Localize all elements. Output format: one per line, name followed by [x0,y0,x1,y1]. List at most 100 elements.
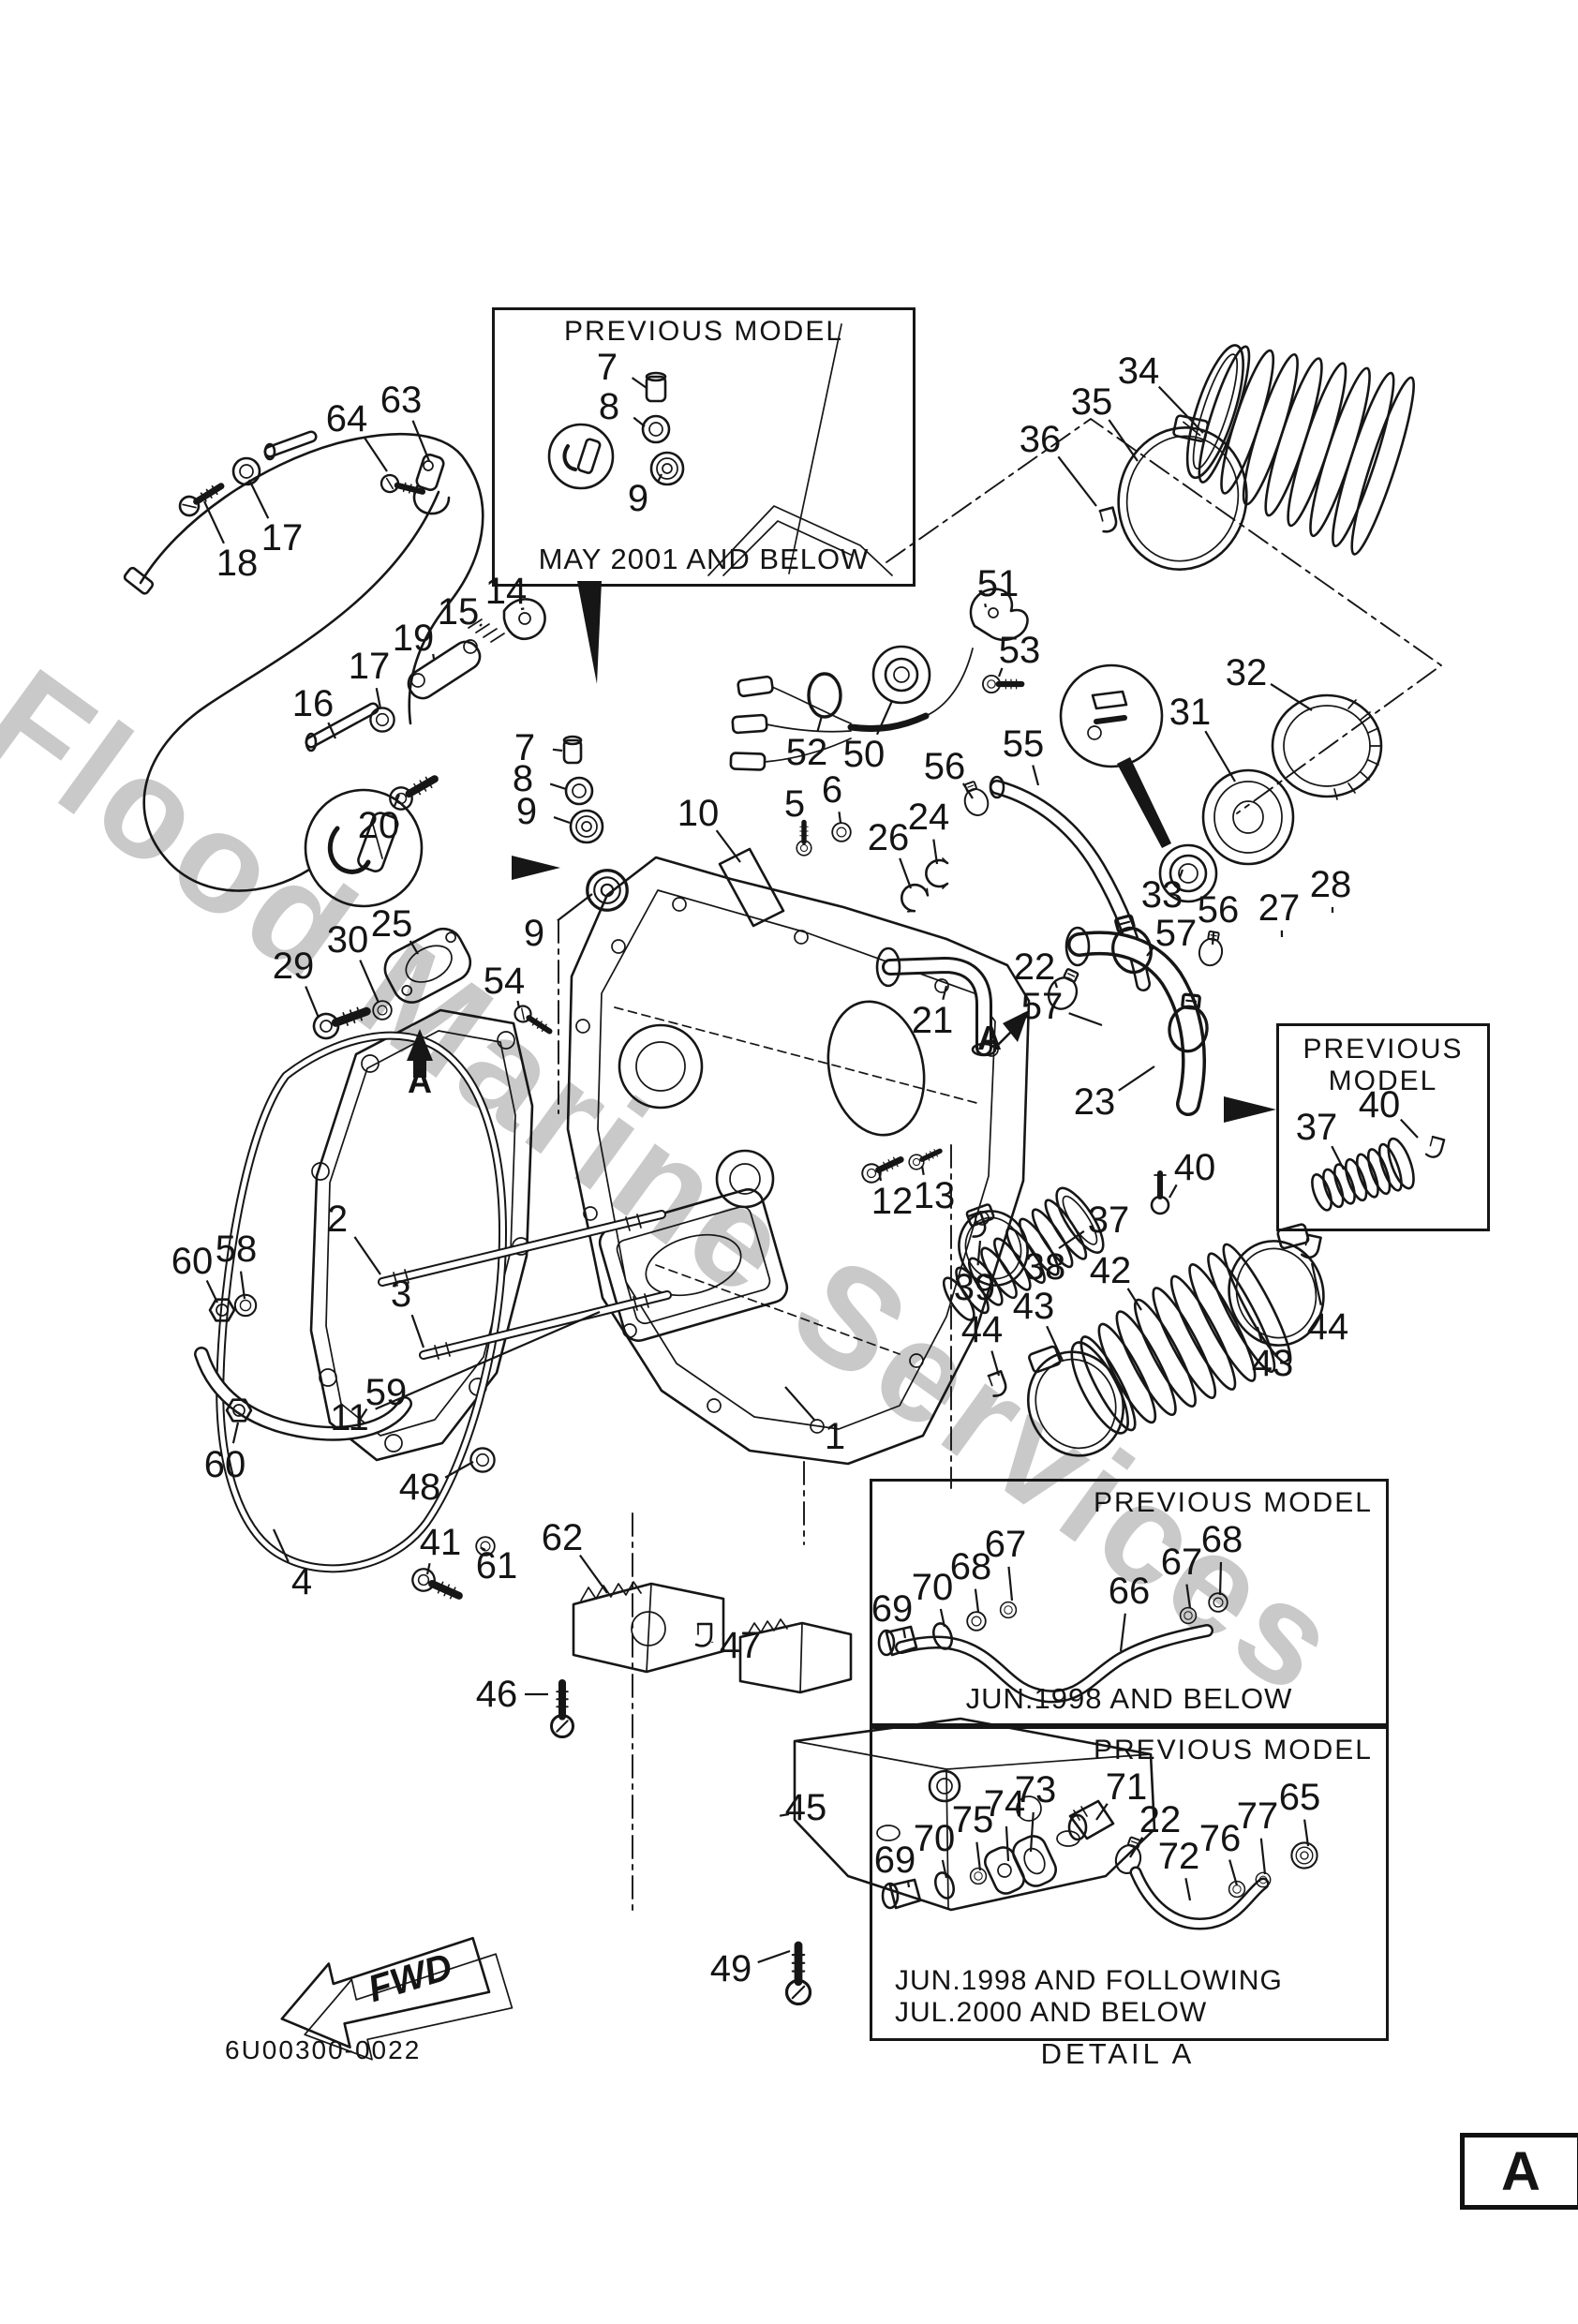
leader-lines [203,377,1419,1964]
seal-stack [304,735,629,912]
part-label-9: 9 [515,791,538,832]
detail-marker-a-1: A [408,1062,432,1100]
part-label-16: 16 [291,683,335,724]
part-label-59: 59 [365,1372,408,1413]
detail-a-arrow-ne [995,1010,1029,1048]
reference-dash-lines [558,418,1442,1914]
part-label-68: 68 [1200,1519,1243,1560]
part-label-72: 72 [1157,1836,1200,1877]
callout-right-title-line1: PREVIOUS [1303,1034,1464,1065]
part-label-17: 17 [261,517,304,559]
part-label-8: 8 [512,758,534,799]
oring-52 [807,672,842,719]
part-label-61: 61 [475,1545,518,1587]
part-label-14: 14 [484,571,528,612]
exhaust-hose-23 [1042,911,1213,1116]
detail-circle-left [304,788,424,908]
part-label-50: 50 [842,734,886,775]
water-tube-21 [875,946,997,1057]
part-label-27: 27 [1258,887,1301,929]
part-label-7: 7 [596,347,618,388]
wire-harness-51 [729,588,1029,916]
top-callout-art [547,323,893,576]
part-label-29: 29 [272,946,315,987]
part-label-37: 37 [1087,1199,1130,1241]
callout-jun1998-below: PREVIOUS MODEL JUN.1998 AND BELOW [870,1479,1389,1726]
slat-10 [718,847,785,928]
detail-circle-right [1059,663,1164,768]
left-hardware [208,927,554,1605]
part-label-18: 18 [216,543,259,584]
part-label-40: 40 [1358,1084,1401,1125]
part-label-24: 24 [907,797,950,838]
part-label-23: 23 [1073,1081,1116,1123]
callout-top-title: PREVIOUS MODEL [563,316,844,347]
bottom1-art [877,1592,1228,1704]
part-label-22: 22 [1139,1799,1182,1840]
side-cover [309,1008,534,1462]
part-label-34: 34 [1117,350,1160,392]
page-section-letter: A [1501,2140,1541,2202]
part-label-7: 7 [514,727,536,768]
part-label-25: 25 [370,903,413,945]
part-label-12: 12 [871,1181,914,1222]
part-label-39: 39 [953,1267,996,1308]
part-label-47: 47 [719,1625,762,1666]
shift-cable-assembly [123,430,546,892]
part-label-4: 4 [290,1561,313,1602]
part-label-21: 21 [911,1000,954,1041]
part-label-15: 15 [437,591,480,633]
part-label-48: 48 [398,1467,441,1508]
part-label-45: 45 [784,1787,827,1828]
part-label-73: 73 [1014,1769,1057,1810]
part-label-10: 10 [677,793,720,834]
part-label-65: 65 [1278,1777,1321,1818]
callout-jun1998-following: PREVIOUS MODEL JUN.1998 AND FOLLOWING JU… [870,1726,1389,2041]
part-label-40: 40 [1173,1147,1216,1188]
upper-casing [566,847,1031,1466]
part-label-5: 5 [783,783,806,825]
part-label-68: 68 [949,1546,992,1587]
part-label-66: 66 [1108,1571,1151,1612]
part-label-2: 2 [326,1199,349,1240]
part-label-1: 1 [824,1416,846,1457]
tie-40 [1150,1170,1170,1215]
part-label-70: 70 [911,1567,954,1608]
callout-bottom1-caption: JUN.1998 AND BELOW [965,1682,1293,1715]
callout-bottom2-caption-line1: JUN.1998 AND FOLLOWING [895,1965,1283,1996]
callout-right-previous-model: PREVIOUS MODEL [1276,1023,1490,1231]
part-label-58: 58 [215,1229,258,1270]
part-label-76: 76 [1198,1818,1242,1859]
part-label-71: 71 [1105,1766,1148,1808]
part-label-77: 77 [1236,1795,1279,1837]
detail-circle-top [547,423,615,490]
bottom2-art [881,1799,1318,1930]
callout-bottom2-title: PREVIOUS MODEL [1093,1735,1373,1765]
clip-63 [412,454,451,515]
part-label-43: 43 [1012,1286,1055,1327]
part-label-56: 56 [923,746,966,787]
part-label-63: 63 [380,380,423,421]
clamp-35 [1117,414,1248,571]
detail-a-arrow-up [407,1029,433,1078]
part-label-52: 52 [785,732,828,773]
part-label-17: 17 [348,646,391,687]
pointer-wedges [407,581,1276,1123]
elbow-71 [1067,1799,1115,1841]
part-label-22: 22 [1013,946,1056,988]
part-label-67: 67 [984,1524,1027,1565]
drawing-code: 6U00300-0022 [225,2035,422,2064]
part-label-19: 19 [392,618,435,659]
part-label-60: 60 [203,1444,246,1485]
part-label-20: 20 [357,805,400,846]
bellows-42 [985,1223,1325,1457]
part-label-32: 32 [1225,652,1268,693]
part-label-67: 67 [1160,1542,1203,1583]
spring-15 [468,618,505,643]
grommet-50 [871,645,931,705]
exhaust-plate [598,1188,789,1342]
part-label-75: 75 [951,1799,994,1840]
mount-damper-blocks [572,1581,853,1694]
